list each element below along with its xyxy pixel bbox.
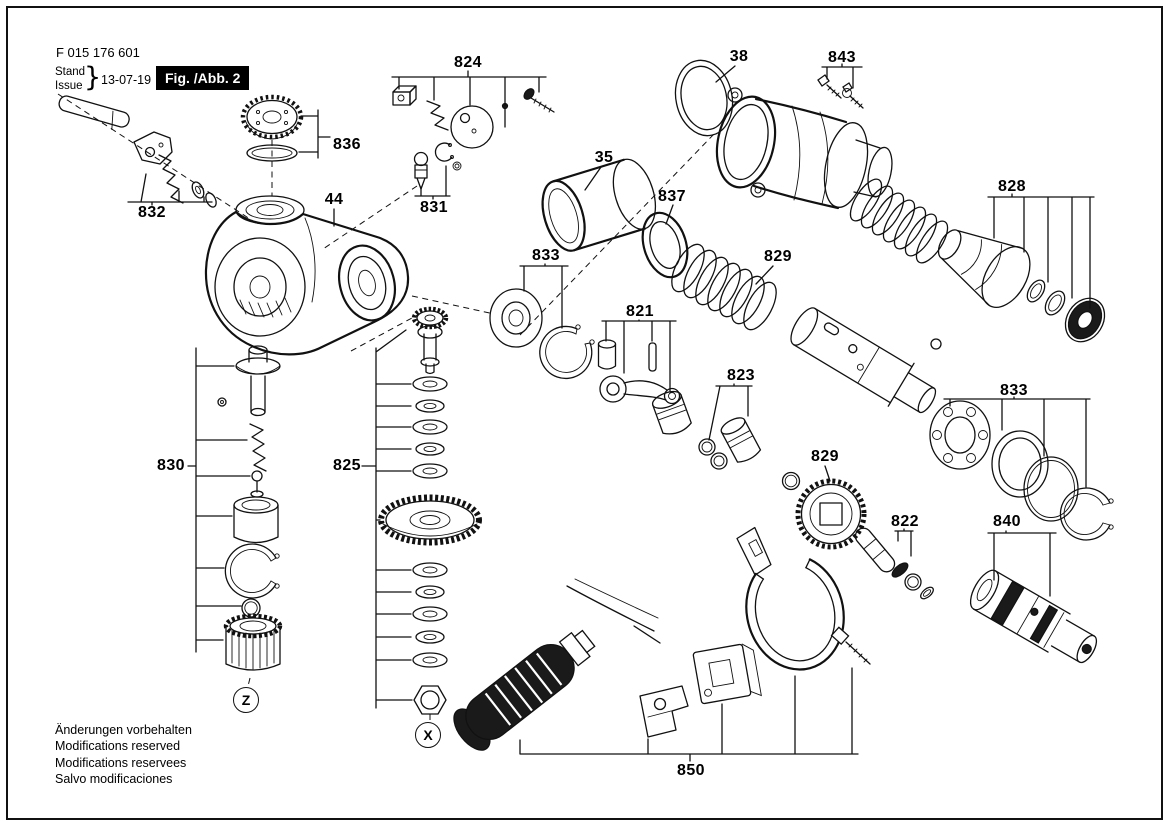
document-number: F 015 176 601 [56,45,140,60]
note-fr: Modifications reservees [55,755,187,770]
pin-set-822 [854,527,934,600]
cap-assembly-836 [240,94,304,162]
ring-837 [641,211,689,279]
part-label-822: 822 [891,513,919,530]
issue-label: Issue [55,79,83,92]
note-es: Salvo modificaciones [55,771,173,786]
part-label-35: 35 [594,149,614,166]
stack-825 [378,306,482,715]
marker-z: Z [233,687,259,713]
part-label-833-right: 833 [1000,382,1028,399]
part-label-824: 824 [454,54,482,71]
o-ring-38 [674,59,734,137]
part-label-843: 843 [828,49,856,66]
impact-set-824 [392,85,555,149]
part-label-825: 825 [333,457,361,474]
stand-label: Stand [55,66,86,78]
handle-assembly-850 [453,526,871,751]
spring-cone-set-828 [849,178,1106,343]
assembly-832 [58,95,217,208]
part-label-833-left: 833 [532,247,560,264]
chuck-840 [969,569,1098,664]
bearing-set-833-right [929,400,1114,541]
cylinder-sleeve-35 [541,158,657,252]
screws-843 [817,74,864,109]
piston-conrod-821 [597,339,692,435]
axis-lines [57,93,715,721]
part-label-831: 831 [420,199,448,216]
hammer-barrel [790,307,942,414]
clamp-band [736,526,845,671]
knurled-cap-829-lower [781,471,867,550]
part-label-38: 38 [729,48,749,65]
striker-set-823 [698,417,762,470]
part-label-823: 823 [727,367,755,384]
part-label-836: 836 [333,136,361,153]
note-de: Änderungen vorbehalten [55,723,192,737]
part-label-829-lower: 829 [811,448,839,465]
part-label-829-upper: 829 [764,248,792,265]
stack-830 [217,345,283,671]
brace-glyph: } [84,62,102,93]
part-label-830: 830 [157,457,185,474]
part-label-850: 850 [677,762,705,779]
page-frame [6,6,1163,820]
figure-label-box: Fig. /Abb. 2 [156,66,250,90]
part-label-837: 837 [658,188,686,205]
part-label-828: 828 [998,178,1026,195]
bearing-circlip-833-left [489,288,595,380]
motor-housing [715,87,893,210]
spring-829-upper [671,243,777,331]
part-label-840: 840 [993,513,1021,530]
issue-date: 13-07-19 [101,73,152,87]
valve-831 [413,142,462,190]
leader-lines [127,63,1095,762]
stand-issue-block: Stand Issue [55,66,85,94]
part-label-832: 832 [138,204,166,221]
marker-x: X [415,722,441,748]
gear-housing-44 [204,195,410,356]
part-label-821: 821 [626,303,654,320]
modification-notes: Änderungen vorbehalten Modifications res… [55,722,192,787]
note-en: Modifications reserved [55,739,181,754]
part-label-44: 44 [324,191,344,208]
